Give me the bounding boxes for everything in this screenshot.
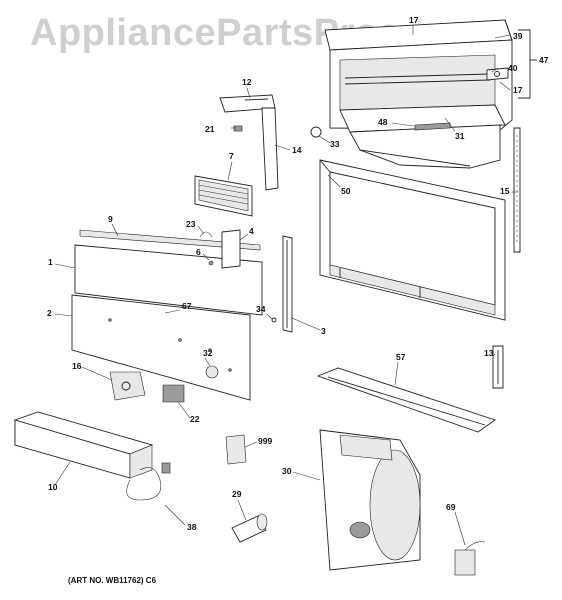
label-part-40: 40	[508, 63, 518, 73]
switch-part	[109, 371, 146, 401]
vertical-channel-part	[282, 235, 293, 333]
label-part-17-side: 17	[513, 85, 523, 95]
label-part-12: 12	[242, 77, 252, 87]
relay-part	[162, 384, 185, 403]
label-part-67: 67	[182, 301, 192, 311]
label-part-33: 33	[330, 139, 340, 149]
blower-part	[319, 429, 421, 571]
spring-clip-part	[199, 231, 213, 238]
label-part-999: 999	[258, 436, 273, 446]
capacitor-part	[231, 513, 268, 543]
power-cord-part	[126, 462, 171, 501]
label-part-1: 1	[48, 257, 53, 267]
label-part-4: 4	[249, 226, 254, 236]
label-part-16: 16	[72, 361, 82, 371]
filter-part	[194, 175, 253, 217]
lower-panel-part	[71, 294, 251, 401]
junction-box-part	[13, 411, 154, 479]
leader-lines	[54, 25, 518, 546]
label-part-15: 15	[500, 186, 510, 196]
label-part-10: 10	[48, 482, 58, 492]
label-part-48: 48	[378, 117, 388, 127]
frame-part	[319, 159, 506, 321]
label-part-6: 6	[196, 247, 201, 257]
label-part-14: 14	[292, 145, 302, 155]
bottom-rail-part	[316, 367, 496, 433]
group-bracket-47	[518, 29, 531, 99]
label-part-31: 31	[455, 131, 465, 141]
hinge-part	[221, 229, 241, 269]
screw-part-34	[271, 317, 277, 323]
label-part-2: 2	[47, 308, 52, 318]
label-part-23: 23	[186, 219, 196, 229]
label-part-21: 21	[205, 124, 215, 134]
label-part-9: 9	[108, 214, 113, 224]
control-bracket-part	[486, 67, 509, 81]
clip-part	[233, 125, 243, 132]
screw-part	[208, 260, 214, 266]
manual-part	[225, 434, 247, 465]
label-part-47: 47	[539, 55, 549, 65]
label-part-38: 38	[187, 522, 197, 532]
top-housing-part	[324, 19, 513, 169]
label-part-32: 32	[203, 348, 213, 358]
grommet-part	[205, 365, 219, 379]
label-part-3: 3	[321, 326, 326, 336]
art-number: (ART NO. WB11762) C6	[68, 576, 157, 585]
label-part-30: 30	[282, 466, 292, 476]
label-part-29: 29	[232, 489, 242, 499]
label-part-57: 57	[396, 352, 406, 362]
mounting-bracket-part	[219, 94, 279, 191]
label-part-17-top: 17	[409, 15, 419, 25]
label-part-50: 50	[341, 186, 351, 196]
side-bracket-part	[492, 345, 504, 389]
terminal-part	[454, 541, 486, 576]
front-panel-part	[74, 229, 263, 316]
label-part-7: 7	[229, 151, 234, 161]
label-part-22: 22	[190, 414, 200, 424]
knob-part	[310, 126, 322, 138]
label-part-34: 34	[256, 304, 266, 314]
label-part-39: 39	[513, 31, 523, 41]
label-part-13: 13	[484, 348, 494, 358]
side-strip-part	[513, 127, 521, 253]
label-part-69: 69	[446, 502, 456, 512]
